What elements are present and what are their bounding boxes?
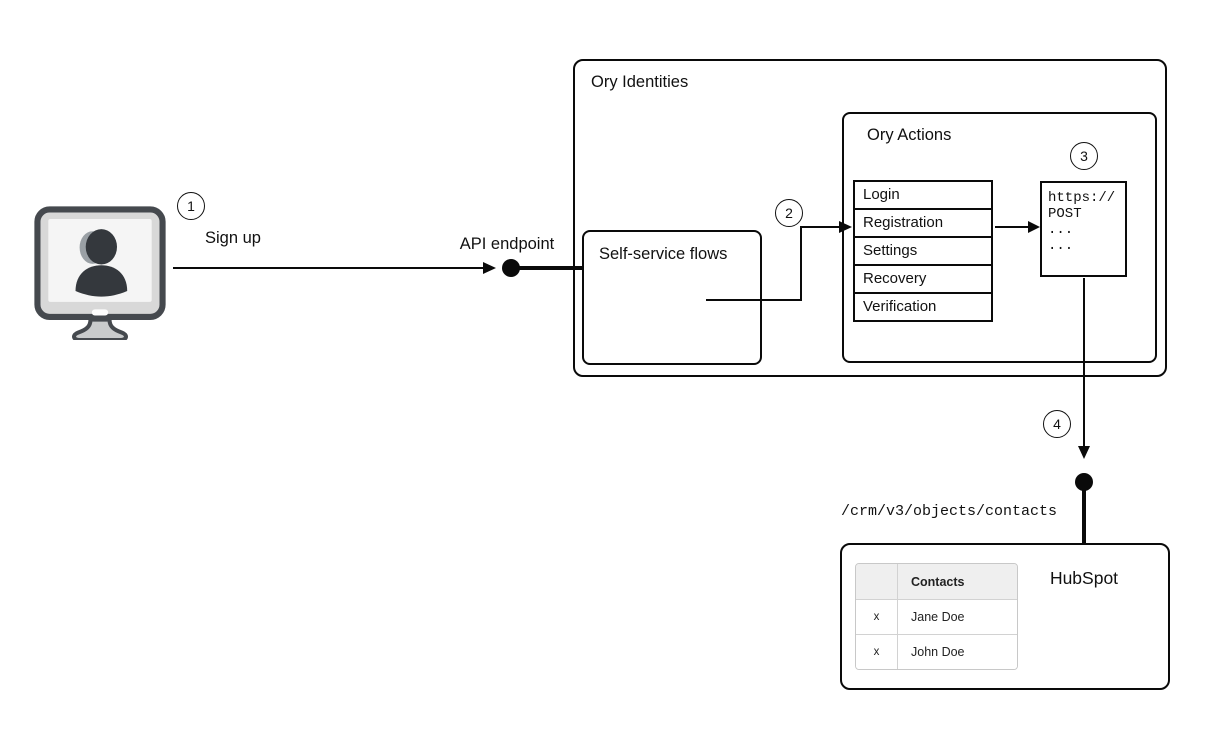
monitor-stand [72,317,128,340]
step-3-badge: 3 [1070,142,1098,170]
contacts-table-header-select [856,564,897,599]
flow-row-verification: Verification [853,292,993,322]
flow-row-registration: Registration [853,208,993,238]
webhook-request-box: https:// POST ... ... [1040,181,1127,277]
monitor-user-icon [34,206,166,340]
user-head [85,229,117,265]
webhook-line-ellipsis-2: ... [1048,238,1074,254]
webhook-line-method: POST [1048,206,1082,222]
signup-arrowhead [483,262,496,274]
api-endpoint-dot [502,259,520,277]
crm-endpoint-dot [1075,473,1093,491]
monitor-power-notch [91,309,109,316]
hubspot-title: HubSpot [1049,568,1119,588]
webhook-line-ellipsis-1: ... [1048,222,1074,238]
user-shoulders [75,265,128,297]
flow-row-recovery: Recovery [853,264,993,294]
contacts-table-header-contacts: Contacts [897,564,1017,599]
flow-list: Login Registration Settings Recovery Ver… [853,180,993,322]
contacts-table: Contacts x Jane Doe x John Doe [855,563,1018,670]
sign-up-label: Sign up [205,229,261,247]
contacts-row-select: x [856,599,897,634]
webhook-line-url: https:// [1048,190,1116,206]
step-2-badge: 2 [775,199,803,227]
flow-row-login: Login [853,180,993,210]
ory-actions-title: Ory Actions [867,126,952,144]
self-service-flows-box: Self-service flows [582,230,762,365]
contacts-row-name: Jane Doe [897,599,1017,634]
step-4-badge: 4 [1043,410,1071,438]
contacts-row-name: John Doe [897,634,1017,669]
crm-endpoint-path-label: /crm/v3/objects/contacts [841,503,1058,520]
contacts-row-select: x [856,634,897,669]
step-1-badge: 1 [177,192,205,220]
self-service-flows-title: Self-service flows [599,245,728,263]
flow-row-settings: Settings [853,236,993,266]
ory-identities-title: Ory Identities [591,73,689,91]
api-endpoint-label: API endpoint [459,235,555,253]
webhook-down-arrowhead [1078,446,1090,459]
